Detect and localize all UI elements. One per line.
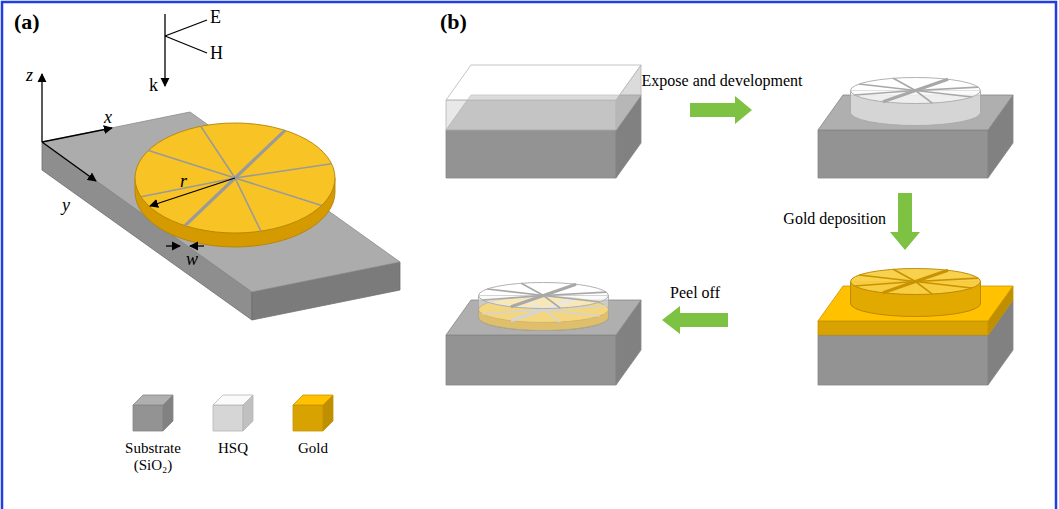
legend-text: HSQ xyxy=(193,440,273,457)
gold-disk-slit xyxy=(185,178,235,226)
legend-cube xyxy=(213,395,253,405)
radius-arrow xyxy=(150,178,235,206)
legend-cube xyxy=(213,395,253,431)
substrate xyxy=(818,130,988,178)
process-arrow xyxy=(890,193,920,250)
field-vector xyxy=(164,14,165,36)
gold-disk-slit xyxy=(148,151,235,179)
hsq-pattern xyxy=(851,78,981,104)
substrate xyxy=(818,335,988,385)
hsq-pattern-slit xyxy=(916,87,979,90)
legend-cube xyxy=(133,395,173,405)
wave-vector xyxy=(164,36,165,86)
gold-disk-slit xyxy=(201,126,235,178)
substrate xyxy=(446,335,616,385)
legend-cube xyxy=(293,405,323,431)
width-arrow xyxy=(190,245,204,246)
process-arrow xyxy=(690,96,752,124)
y-axis xyxy=(42,142,96,181)
step-label: Expose and development xyxy=(642,72,803,90)
hsq-pattern-slit xyxy=(854,91,915,95)
hsq-layer xyxy=(446,65,641,100)
hsq-pattern-slit xyxy=(482,296,543,300)
axis-label: z xyxy=(26,66,33,86)
z-axis xyxy=(41,74,42,142)
panel-label: (a) xyxy=(14,10,40,34)
hsq-pattern-slit xyxy=(544,292,607,295)
gold-film xyxy=(818,321,988,335)
process-arrow xyxy=(662,306,728,334)
unit-cell xyxy=(42,14,400,320)
gold-disk-slit xyxy=(235,178,322,206)
gold-coated-pattern xyxy=(851,269,981,295)
axis-label: y xyxy=(62,196,70,216)
gold-coated-pattern-slit xyxy=(916,282,933,295)
legend-cube xyxy=(133,405,163,431)
dimension-label: w xyxy=(186,250,198,270)
step-label: Gold deposition xyxy=(783,210,886,228)
field-vector xyxy=(165,36,207,53)
legend-text: Substrate (SiO₂) xyxy=(113,440,193,475)
field-label: H xyxy=(210,44,223,64)
legend-text: Gold xyxy=(273,440,353,457)
x-axis xyxy=(42,128,112,142)
legend-cube xyxy=(133,395,173,431)
hsq-pattern xyxy=(479,283,609,309)
legend-cube xyxy=(293,395,333,431)
gold-coated-pattern-slit xyxy=(893,269,915,281)
axis-label: x xyxy=(104,108,112,128)
legend-swatch xyxy=(208,392,258,438)
hsq-pattern-slit xyxy=(893,78,915,90)
gold-disk-slit xyxy=(235,178,261,231)
legend-swatch xyxy=(128,392,178,438)
gold-disk xyxy=(135,123,335,233)
field-label: k xyxy=(149,76,158,96)
width-arrow xyxy=(166,245,180,246)
process-steps xyxy=(446,65,1013,385)
step-label: Peel off xyxy=(670,284,720,302)
legend-swatch xyxy=(288,392,338,438)
gold-coated-pattern-slit xyxy=(916,278,979,281)
hsq-layer xyxy=(446,100,616,130)
hsq-pattern-slit xyxy=(916,91,933,104)
legend-cube xyxy=(293,395,333,405)
field-label: E xyxy=(210,8,221,28)
gold-disk-slit xyxy=(235,130,285,178)
substrate xyxy=(446,130,616,178)
field-vector xyxy=(165,20,207,36)
panel-label: (b) xyxy=(440,10,467,34)
hsq-pattern-slit xyxy=(521,283,543,295)
gold-disk-slit xyxy=(235,164,332,178)
substrate xyxy=(42,112,400,292)
legend-cube xyxy=(213,405,243,431)
gold-coated-pattern-slit xyxy=(854,282,915,286)
dimension-label: r xyxy=(180,172,187,192)
hsq-pattern-slit xyxy=(544,296,561,309)
